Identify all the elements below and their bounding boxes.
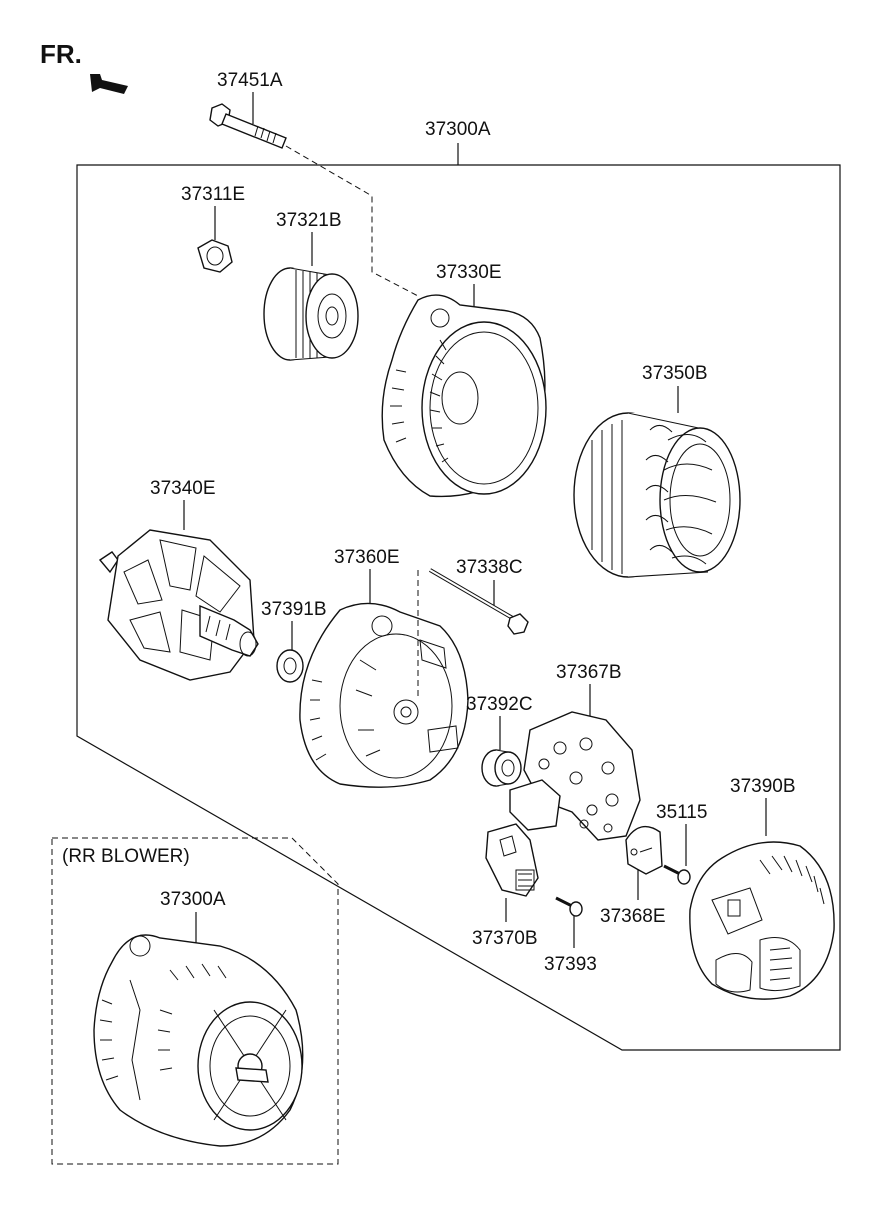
part-label-37392C[interactable]: 37392C — [466, 694, 533, 715]
washer-37391B — [276, 649, 304, 683]
part-label-37370B[interactable]: 37370B — [472, 928, 538, 949]
rear-housing-37360E — [299, 602, 469, 788]
part-label-37300A[interactable]: 37300A — [425, 119, 491, 140]
part-label-37360E[interactable]: 37360E — [334, 547, 400, 568]
alternator-assembly-illustration — [93, 934, 304, 1147]
part-label-37391B[interactable]: 37391B — [261, 599, 327, 620]
rr-blower-inset-boundary — [51, 837, 339, 1165]
bolt-37451A — [209, 103, 287, 149]
pulley-37321B — [263, 267, 359, 361]
assembly-boundary — [76, 164, 841, 1051]
front-housing-37330E — [381, 294, 547, 498]
front-arrow-icon — [90, 74, 128, 94]
bracket-37368E — [625, 825, 663, 875]
part-label-37393[interactable]: 37393 — [544, 954, 597, 975]
rectifier-37367B — [509, 711, 641, 841]
bearing-37392C — [481, 749, 522, 787]
part-label-37338C[interactable]: 37338C — [456, 557, 523, 578]
part-label-37368E[interactable]: 37368E — [600, 906, 666, 927]
front-direction-label: FR. — [40, 39, 82, 69]
inset-title: (RR BLOWER) — [62, 846, 190, 867]
nut-37311E — [197, 239, 233, 273]
stator-37350B — [573, 412, 741, 578]
part-label-37390B[interactable]: 37390B — [730, 776, 796, 797]
part-label-37451A[interactable]: 37451A — [217, 70, 283, 91]
part-label-37330E[interactable]: 37330E — [436, 262, 502, 283]
rotor-37340E — [98, 529, 259, 681]
inset-part-label-37300A[interactable]: 37300A — [160, 889, 226, 910]
bolt-alignment-line — [285, 145, 419, 297]
part-label-35115[interactable]: 35115 — [656, 802, 707, 823]
part-label-37367B[interactable]: 37367B — [556, 662, 622, 683]
rear-cover-37390B — [689, 841, 835, 1000]
part-label-37311E[interactable]: 37311E — [181, 184, 245, 205]
screw-35115 — [663, 864, 691, 885]
brush-holder-37370B — [485, 823, 539, 897]
part-label-37350B[interactable]: 37350B — [642, 363, 708, 384]
part-label-37340E[interactable]: 37340E — [150, 478, 216, 499]
part-label-37321B[interactable]: 37321B — [276, 210, 342, 231]
through-bolt-37338C — [428, 568, 529, 635]
screw-37393 — [555, 896, 583, 917]
